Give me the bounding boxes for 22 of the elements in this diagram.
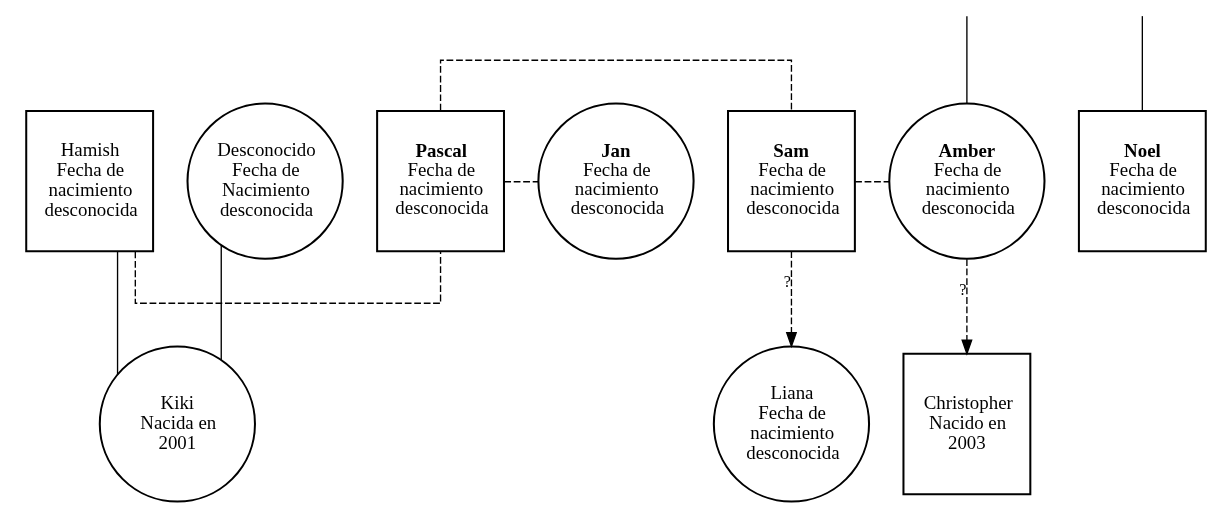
connector [116, 250, 118, 375]
edge-label: ? [783, 272, 791, 291]
connector [134, 250, 441, 304]
node-circle: Kiki Nacida en 2001 [98, 344, 256, 503]
node-circle: Amber Fecha de nacimiento desconocida [887, 101, 1045, 260]
connector [854, 180, 890, 182]
arrow [960, 258, 973, 356]
node-box: Christopher Nacido en 2003 [901, 352, 1031, 495]
connector [439, 59, 792, 111]
node-box: Noel Fecha de nacimiento desconocida [1077, 109, 1207, 252]
edge-label: ? [958, 280, 966, 299]
connector [220, 244, 222, 360]
node-box: Sam Fecha de nacimiento desconocida [726, 109, 856, 252]
node-circle: Liana Fecha de nacimiento desconocida [712, 344, 870, 503]
connector [503, 180, 539, 182]
node-box: Pascal Fecha de nacimiento desconocida [375, 109, 505, 252]
connector [1141, 14, 1143, 111]
connector [965, 14, 968, 104]
node-box: Hamish Fecha de nacimiento desconocida [24, 109, 154, 252]
node-circle: Jan Fecha de nacimiento desconocida [536, 101, 695, 260]
node-circle: Desconocido Fecha de Nacimiento desconocida [186, 101, 344, 260]
arrow [785, 250, 797, 348]
